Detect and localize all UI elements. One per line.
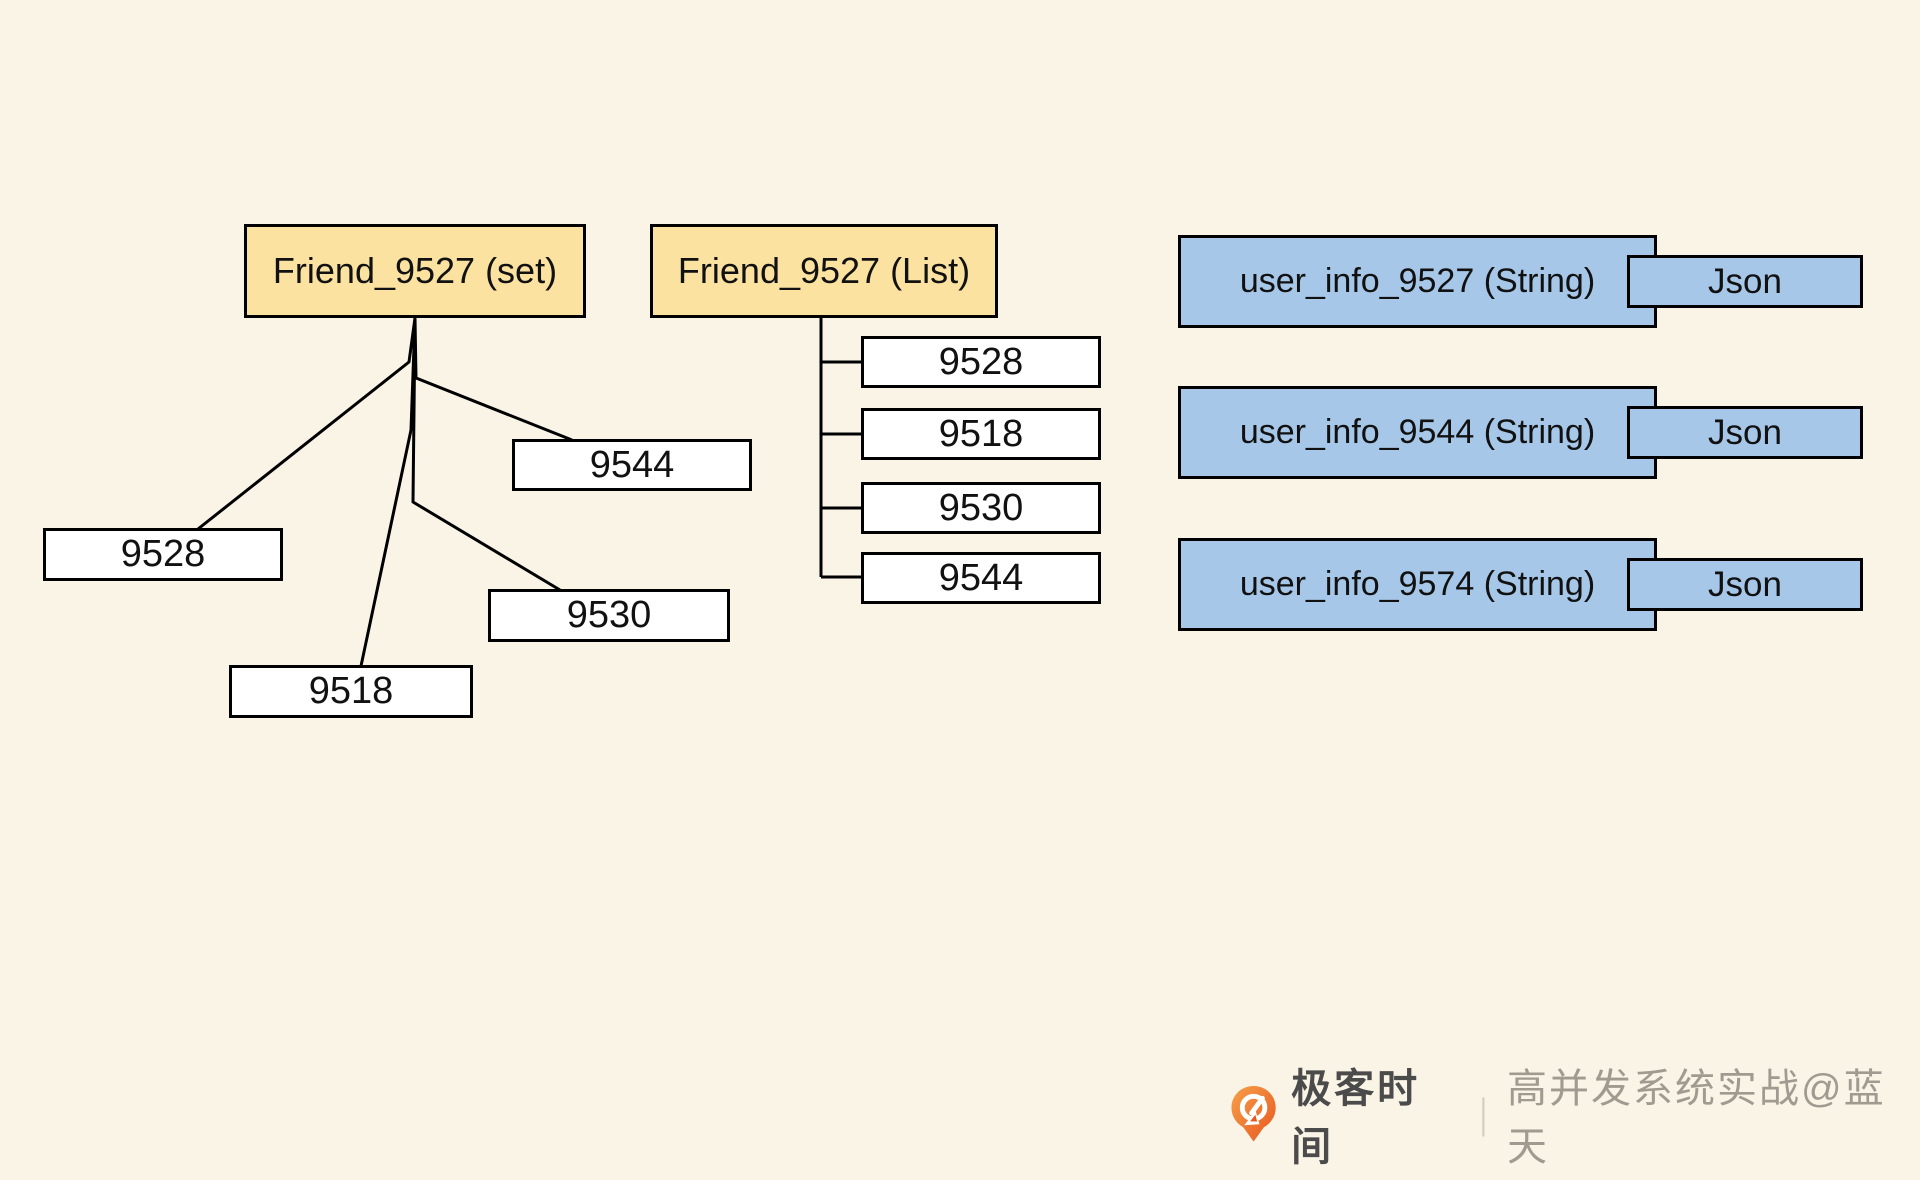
list-parent-box: Friend_9527 (List) bbox=[650, 224, 998, 318]
string-key-box: user_info_9527 (String) bbox=[1178, 235, 1657, 328]
string-key-label: user_info_9527 (String) bbox=[1239, 262, 1596, 300]
list-item-box: 9530 bbox=[861, 482, 1101, 534]
list-item-label: 9518 bbox=[938, 412, 1024, 455]
set-line-to-9528 bbox=[197, 317, 417, 531]
set-line-to-9518 bbox=[359, 317, 417, 667]
watermark: 极客时间 | 高并发系统实战@蓝天 bbox=[1230, 1067, 1920, 1169]
list-item-box: 9528 bbox=[861, 336, 1101, 388]
set-member-label: 9530 bbox=[566, 594, 652, 636]
set-member-box: 9544 bbox=[512, 439, 752, 491]
list-item-box: 9518 bbox=[861, 408, 1101, 460]
json-value-box: Json bbox=[1627, 406, 1863, 459]
list-parent-label: Friend_9527 (List) bbox=[677, 250, 971, 291]
string-key-box: user_info_9544 (String) bbox=[1178, 386, 1657, 479]
brand-name: 极客时间 bbox=[1291, 1067, 1421, 1169]
set-line-to-9544 bbox=[413, 317, 573, 442]
list-item-label: 9544 bbox=[938, 556, 1024, 599]
string-key-box: user_info_9574 (String) bbox=[1178, 538, 1657, 631]
course-name: 高并发系统实战@蓝天 bbox=[1506, 1067, 1886, 1169]
set-member-label: 9544 bbox=[589, 443, 675, 486]
set-member-label: 9528 bbox=[120, 533, 206, 575]
set-member-box: 9518 bbox=[229, 665, 473, 718]
json-value-label: Json bbox=[1708, 261, 1782, 301]
list-item-box: 9544 bbox=[861, 552, 1101, 604]
json-value-label: Json bbox=[1708, 412, 1782, 452]
string-key-label: user_info_9544 (String) bbox=[1239, 413, 1596, 451]
json-value-box: Json bbox=[1627, 255, 1863, 308]
geektime-logo-icon bbox=[1231, 1086, 1276, 1142]
string-key-label: user_info_9574 (String) bbox=[1239, 565, 1596, 603]
set-parent-box: Friend_9527 (set) bbox=[244, 224, 586, 318]
json-value-label: Json bbox=[1708, 564, 1782, 604]
set-member-box: 9528 bbox=[43, 528, 283, 581]
set-parent-label: Friend_9527 (set) bbox=[272, 250, 558, 291]
set-member-box: 9530 bbox=[488, 589, 730, 642]
set-member-label: 9518 bbox=[308, 670, 394, 712]
list-item-label: 9528 bbox=[938, 340, 1024, 383]
separator-bar: | bbox=[1480, 1090, 1487, 1137]
json-value-box: Json bbox=[1627, 558, 1863, 611]
list-item-label: 9530 bbox=[938, 486, 1024, 529]
